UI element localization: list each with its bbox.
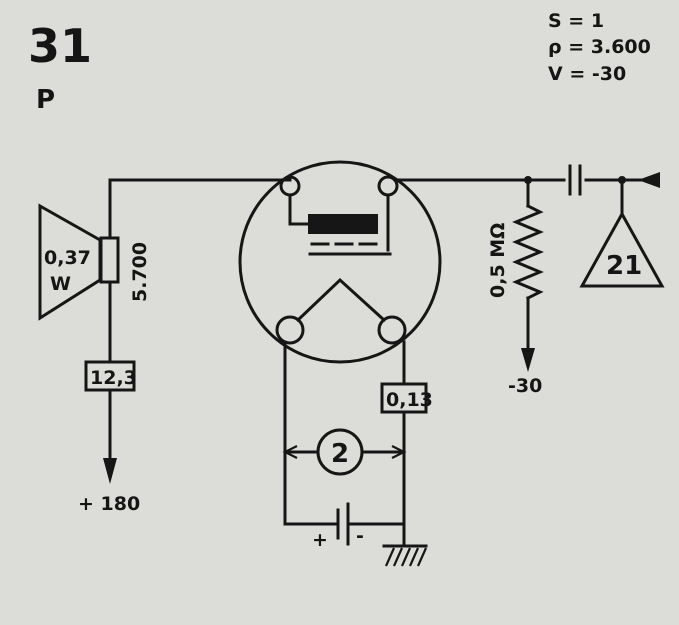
pin-filament-right bbox=[377, 315, 407, 345]
grid-resistor bbox=[512, 203, 544, 301]
plate-lead bbox=[288, 193, 310, 226]
input-stage-triangle bbox=[579, 210, 665, 288]
param-v: V = -30 bbox=[548, 63, 626, 85]
plate-current-value: 12,3 bbox=[90, 367, 137, 389]
speaker-coil bbox=[99, 236, 120, 284]
battery-minus: - bbox=[356, 525, 364, 547]
filament-meter bbox=[316, 428, 364, 476]
meter-arrow-left bbox=[282, 445, 298, 459]
pin-filament-left bbox=[275, 315, 305, 345]
meter-arrow-right bbox=[391, 445, 407, 459]
speaker-power-value: 0,37 bbox=[44, 247, 91, 269]
filament-wire-left bbox=[283, 340, 338, 526]
speaker-impedance: 5.700 bbox=[129, 242, 151, 302]
filament bbox=[295, 277, 387, 323]
heater-current-value: 0,13 bbox=[386, 389, 433, 411]
grid-bias-label: -30 bbox=[508, 375, 542, 397]
battery-plus: + bbox=[312, 529, 328, 551]
bias-arrow bbox=[521, 348, 535, 372]
ground-icon bbox=[384, 547, 428, 567]
pin-grid bbox=[377, 175, 399, 197]
tube-envelope bbox=[238, 160, 442, 364]
input-arrow bbox=[638, 172, 660, 188]
sheet-letter: P bbox=[36, 85, 55, 115]
filament-meter-label: 2 bbox=[331, 439, 349, 469]
resistor-value: 0,5 MΩ bbox=[487, 223, 509, 298]
param-rho: ρ = 3.600 bbox=[548, 36, 651, 58]
tube-plate bbox=[308, 214, 378, 234]
param-s: S = 1 bbox=[548, 10, 604, 32]
plate-supply-label: + 180 bbox=[78, 493, 140, 515]
input-stage-label: 21 bbox=[606, 251, 642, 281]
coupling-capacitor bbox=[568, 164, 582, 196]
sheet-number: 31 bbox=[28, 19, 92, 73]
plate-current-box bbox=[84, 360, 136, 392]
supply-arrow bbox=[103, 458, 117, 484]
speaker-power-unit: W bbox=[50, 273, 71, 295]
